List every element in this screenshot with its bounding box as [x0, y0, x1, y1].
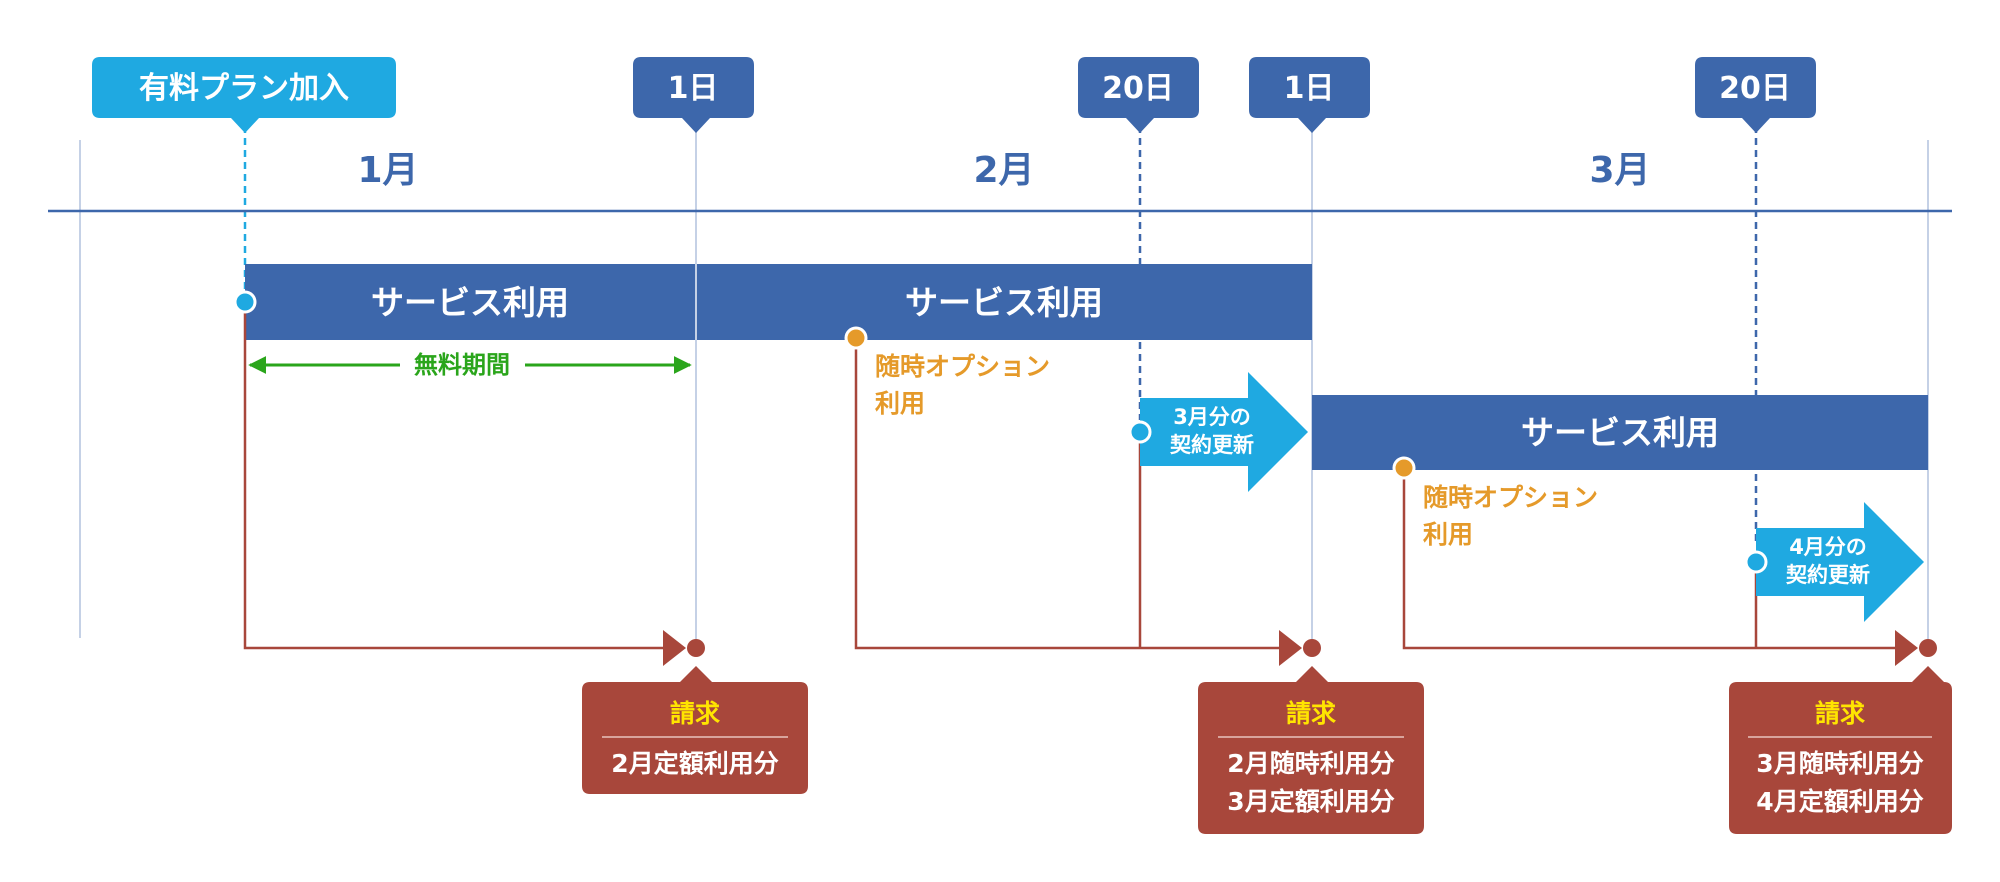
- billing-callout-1-line1: 2月定額利用分: [611, 749, 778, 778]
- billing-callout-3-line2: 4月定額利用分: [1756, 787, 1923, 816]
- option-usage-feb-line1: 随時オプション: [875, 352, 1050, 381]
- renewal-apr-line1: 4月分の: [1789, 535, 1867, 559]
- billing-callout-3-line1: 3月随時利用分: [1756, 749, 1923, 778]
- billing-arrowhead-3: [1895, 630, 1918, 666]
- join-marker-label: 有料プラン加入: [139, 71, 349, 106]
- renewal-mar-line2: 契約更新: [1169, 433, 1254, 457]
- billing-callout-1: 請求 2月定額利用分: [582, 666, 808, 794]
- service-bar-mar: [1312, 395, 1928, 470]
- free-period-label: 無料期間: [414, 351, 510, 379]
- service-start-dot: [233, 290, 257, 314]
- renewal-arrow-apr: 4月分の 契約更新: [1744, 502, 1924, 622]
- join-marker: 有料プラン加入: [92, 57, 396, 133]
- feb-twentieth-marker-label: 20日: [1102, 71, 1174, 106]
- billing-callout-1-title: 請求: [670, 699, 720, 728]
- billing-point-2: [1303, 639, 1321, 657]
- mar-twentieth-marker-label: 20日: [1719, 71, 1791, 106]
- feb-first-marker-label: 1日: [668, 71, 719, 106]
- billing-connector-1: [243, 302, 670, 650]
- renewal-apr-line2: 契約更新: [1785, 563, 1870, 587]
- option-usage-feb-line2: 利用: [875, 389, 925, 418]
- renewal-mar-line1: 3月分の: [1173, 405, 1251, 429]
- service-bar-jan: [245, 264, 696, 340]
- service-bar-mar-label: サービス利用: [1521, 413, 1719, 452]
- billing-callout-2-line1: 2月随時利用分: [1227, 749, 1394, 778]
- mar-twentieth-marker: 20日: [1695, 57, 1816, 133]
- grid-lines: [79, 118, 1929, 648]
- option-usage-mar-line1: 随時オプション: [1423, 483, 1598, 512]
- service-bar-feb: [696, 264, 1312, 340]
- month-label-jan: 1月: [357, 150, 418, 191]
- billing-point-1: [687, 639, 705, 657]
- renewal-arrow-mar: 3月分の 契約更新: [1128, 372, 1308, 492]
- billing-callout-2: 請求 2月随時利用分 3月定額利用分: [1198, 666, 1424, 834]
- option-usage-mar-line2: 利用: [1423, 520, 1473, 549]
- billing-callout-3-title: 請求: [1815, 699, 1865, 728]
- service-bar-jan-label: サービス利用: [371, 283, 569, 322]
- billing-connector-3: [1402, 468, 1902, 650]
- option-dot-mar: [1392, 456, 1416, 480]
- feb-twentieth-marker: 20日: [1078, 57, 1199, 133]
- billing-point-3: [1919, 639, 1937, 657]
- renewal-dot-mar: [1128, 420, 1152, 444]
- option-dot-feb: [844, 326, 868, 350]
- billing-arrowhead-1: [663, 630, 686, 666]
- renewal-dot-apr: [1744, 550, 1768, 574]
- mar-first-marker-label: 1日: [1284, 71, 1335, 106]
- billing-callout-2-title: 請求: [1286, 699, 1336, 728]
- month-label-feb: 2月: [973, 150, 1034, 191]
- mar-first-marker: 1日: [1249, 57, 1370, 133]
- service-bar-feb-label: サービス利用: [905, 283, 1103, 322]
- billing-connector-2: [854, 338, 1286, 650]
- billing-arrowhead-2: [1279, 630, 1302, 666]
- month-label-mar: 3月: [1589, 150, 1650, 191]
- billing-connectors: [243, 302, 1902, 650]
- feb-first-marker: 1日: [633, 57, 754, 133]
- billing-callout-3: 請求 3月随時利用分 4月定額利用分: [1729, 666, 1952, 834]
- billing-callout-2-line2: 3月定額利用分: [1227, 787, 1394, 816]
